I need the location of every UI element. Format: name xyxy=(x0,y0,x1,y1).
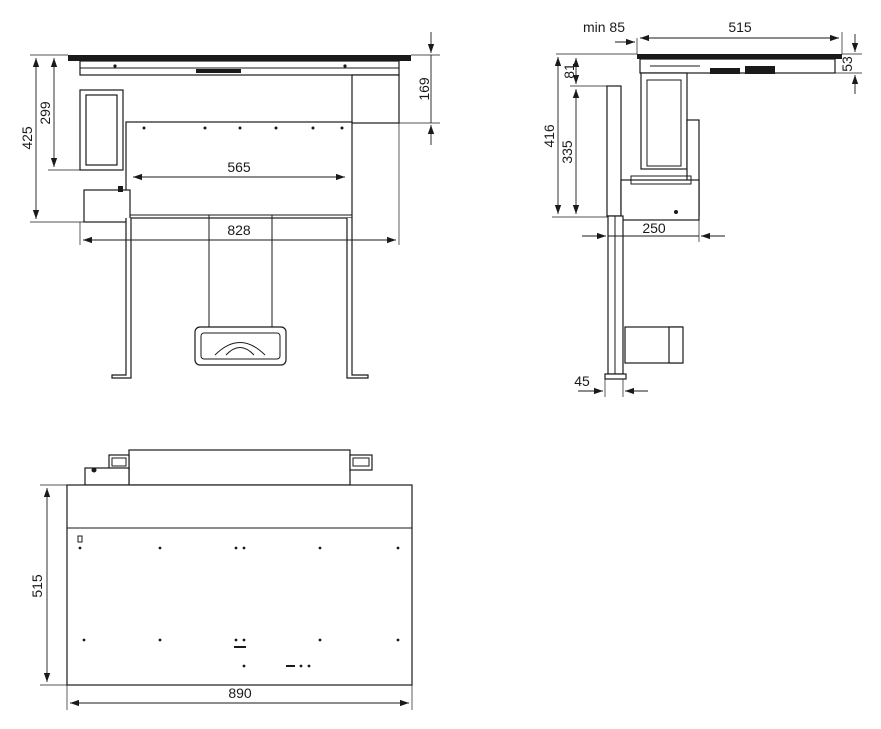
dim-side-min85: min 85 xyxy=(583,19,625,35)
front-view: 425 299 169 565 828 xyxy=(19,32,440,379)
side-view: min 85 515 53 81 416 335 250 xyxy=(541,19,862,397)
dim-front-565: 565 xyxy=(227,159,251,175)
top-view: 515 890 xyxy=(29,449,413,710)
dim-side-250: 250 xyxy=(642,220,666,236)
dim-front-828: 828 xyxy=(227,222,251,238)
dim-side-335: 335 xyxy=(559,140,575,164)
dim-side-45: 45 xyxy=(574,373,590,389)
dim-top-515: 515 xyxy=(29,574,45,598)
dim-side-515: 515 xyxy=(728,19,752,35)
dim-side-53: 53 xyxy=(839,56,855,72)
dim-front-299: 299 xyxy=(37,101,53,125)
dim-front-425: 425 xyxy=(19,126,35,150)
dim-top-890: 890 xyxy=(228,685,252,701)
dim-side-416: 416 xyxy=(541,124,557,148)
dim-side-81: 81 xyxy=(561,63,577,79)
dim-front-169: 169 xyxy=(416,77,432,101)
